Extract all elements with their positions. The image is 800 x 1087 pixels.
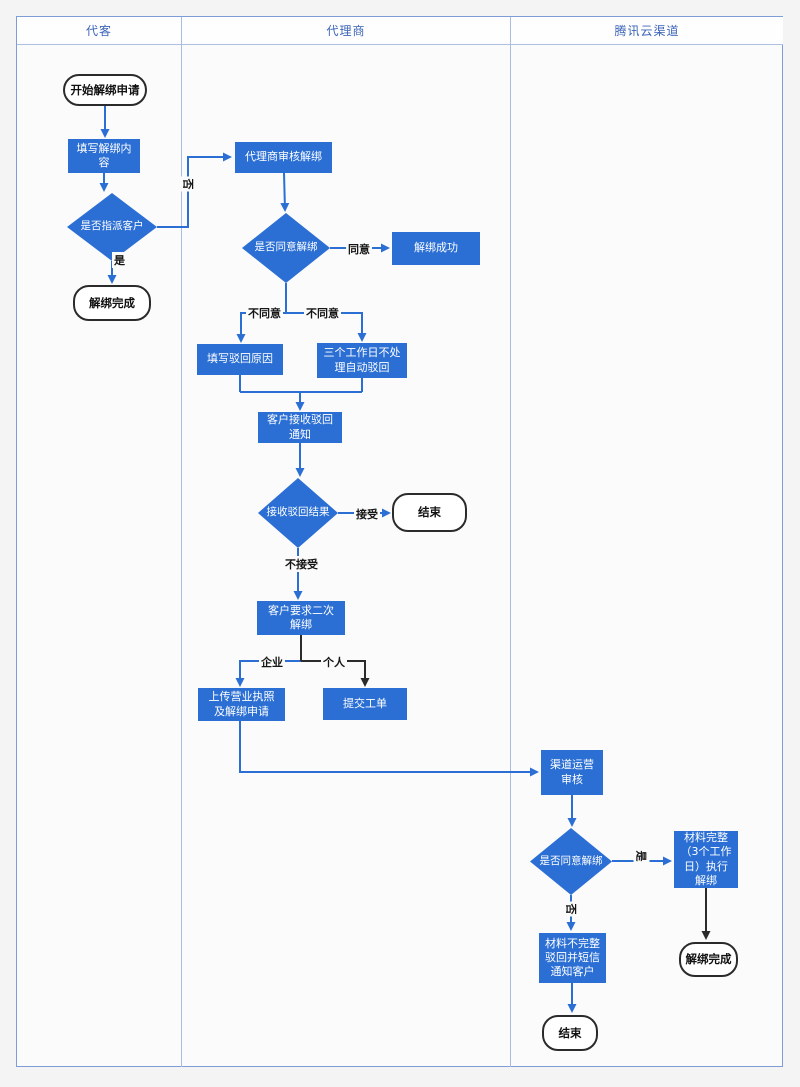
lane-header-channel: 腾讯云渠道: [511, 17, 783, 44]
node-channel-review: 渠道运营 审核: [541, 750, 603, 795]
edge-label-yes-first: 是: [112, 252, 127, 268]
lane-header-customer: 代客: [17, 17, 181, 44]
edge-label-accept: 接受: [354, 506, 380, 522]
node-end-top: 结束: [392, 493, 467, 532]
node-unbind-done-left: 解绑完成: [73, 285, 151, 321]
node-material-complete: 材料完整 （3个工作 日）执行 解绑: [674, 831, 738, 888]
edge-label-not-accept: 不接受: [283, 556, 320, 572]
node-fill-reject-reason: 填写驳回原因: [197, 344, 283, 375]
edge-label-no-first: 否: [180, 176, 197, 192]
node-submit-ticket: 提交工单: [323, 688, 407, 720]
node-end-bottom: 结束: [542, 1015, 598, 1051]
node-material-incomplete: 材料不完整 驳回并短信 通知客户: [539, 933, 606, 983]
edge-label-no-channel: 否: [563, 901, 580, 917]
edge-label-enterprise: 企业: [259, 654, 285, 670]
lane-divider-2: [510, 17, 511, 1067]
node-fill-unbind: 填写解绑内 容: [68, 139, 140, 173]
node-agent-review: 代理商审核解绑: [235, 142, 332, 173]
lane-divider-1: [181, 17, 182, 1067]
lane-header-agent: 代理商: [182, 17, 510, 44]
node-unbind-success: 解绑成功: [392, 232, 480, 265]
edge-label-disagree-right: 不同意: [304, 305, 341, 321]
edge-label-agree: 同意: [346, 241, 372, 257]
node-unbind-done-right: 解绑完成: [679, 942, 738, 977]
node-start: 开始解绑申请: [63, 74, 147, 106]
node-upload-license: 上传营业执照 及解绑申请: [198, 688, 285, 721]
swimlane-frame: [16, 16, 783, 1067]
edge-label-yes-channel: 是: [633, 848, 650, 864]
node-auto-reject: 三个工作日不处 理自动驳回: [317, 343, 407, 378]
node-second-unbind: 客户要求二次 解绑: [257, 601, 345, 635]
edge-label-personal: 个人: [321, 654, 347, 670]
lane-header-underline: [17, 44, 783, 45]
edge-label-disagree-left: 不同意: [246, 305, 283, 321]
node-receive-reject-notice: 客户接收驳回 通知: [258, 412, 342, 443]
